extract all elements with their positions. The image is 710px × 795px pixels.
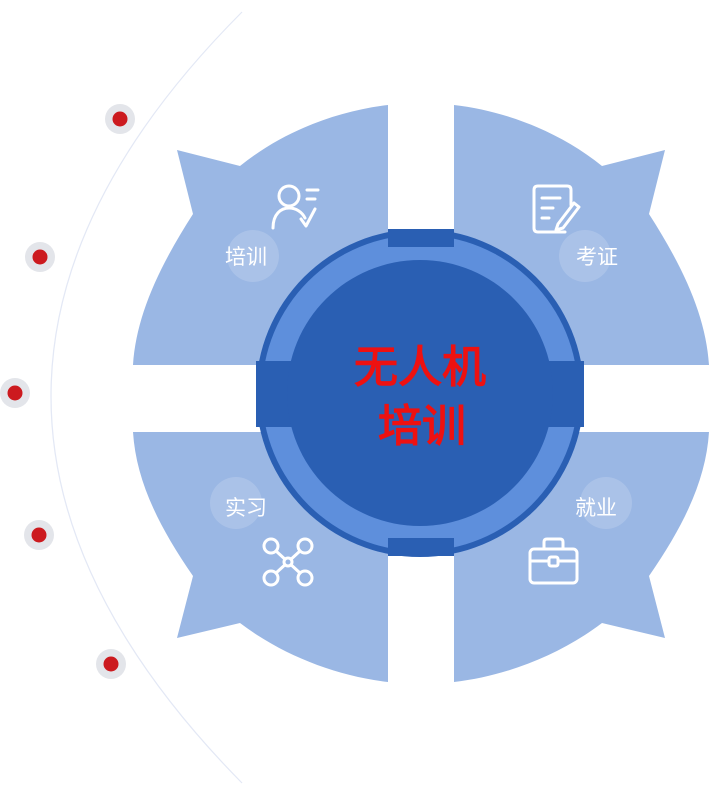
certificate-edit-icon (532, 184, 581, 234)
briefcase-icon (528, 537, 579, 585)
timeline-dot (96, 649, 126, 679)
label-halo (210, 477, 262, 529)
quadrant-label-training: 培训 (225, 245, 267, 269)
timeline-arc (50, 11, 243, 784)
timeline-dot (25, 242, 55, 272)
quadrant-label-employment: 就业 (575, 496, 617, 520)
center-hub: 无人机 培训 (256, 229, 584, 557)
quadrant-training[interactable]: 培训 (225, 184, 320, 282)
label-halo (580, 477, 632, 529)
timeline (0, 11, 243, 784)
timeline-dot (24, 520, 54, 550)
quadrant-certificate[interactable]: 考证 (532, 184, 618, 282)
quadrant-internship[interactable]: 实习 (210, 477, 314, 587)
center-title-line1: 无人机 (354, 342, 486, 393)
timeline-dot (0, 378, 30, 408)
user-edit-icon (271, 184, 320, 230)
inner-core (287, 260, 553, 526)
center-title-line2: 培训 (378, 401, 466, 452)
drone-icon (262, 537, 314, 587)
quadrant-label-internship: 实习 (225, 496, 267, 520)
label-halo (559, 230, 611, 282)
quadrant-employment[interactable]: 就业 (528, 477, 632, 585)
label-halo (227, 230, 279, 282)
timeline-dot (105, 104, 135, 134)
quadrant-label-certificate: 考证 (576, 245, 618, 269)
